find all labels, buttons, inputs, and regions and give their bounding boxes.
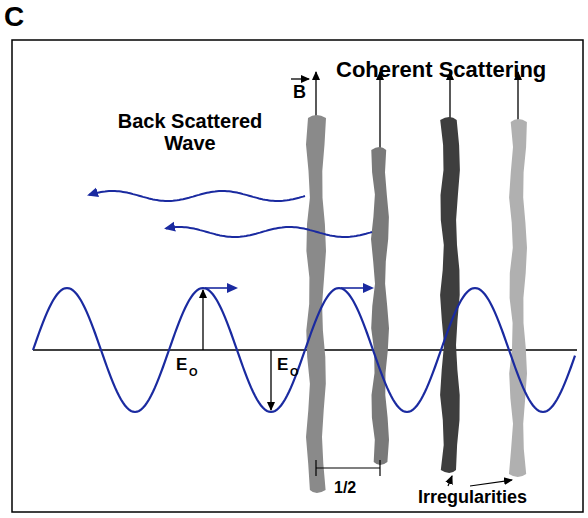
amplitude-arrow [270,350,271,410]
incident-wave [33,288,575,412]
amplitude-subscript: O [189,366,198,378]
part-label: Irregularities [418,488,527,508]
wave-label: Back Scattered Wave [95,110,285,154]
leader-arrow [470,480,512,486]
panel-letter: C [4,2,24,33]
irregularity [440,117,460,473]
field-line [379,72,380,154]
back-scattered-wave [89,191,305,201]
propagation-arrow [205,287,236,289]
field-symbol: B [293,83,306,103]
half-wavelength-bracket [316,460,380,476]
vector-arrow [291,78,309,79]
amplitude-symbol: E [277,356,288,375]
amplitude-subscript: O [290,366,299,378]
field-line [315,72,316,122]
title: Coherent Scattering [336,58,546,82]
propagation-arrow [341,287,372,289]
leader-arrow [448,476,452,486]
panel-frame [12,40,583,512]
back-scattered-wave [166,227,372,237]
amplitude-arrow [202,290,203,350]
amplitude-symbol: E [176,356,187,375]
irregularity [371,147,389,465]
irregularity [509,119,527,477]
dimension-label: 1/2 [334,479,356,497]
irregularities [306,72,527,493]
